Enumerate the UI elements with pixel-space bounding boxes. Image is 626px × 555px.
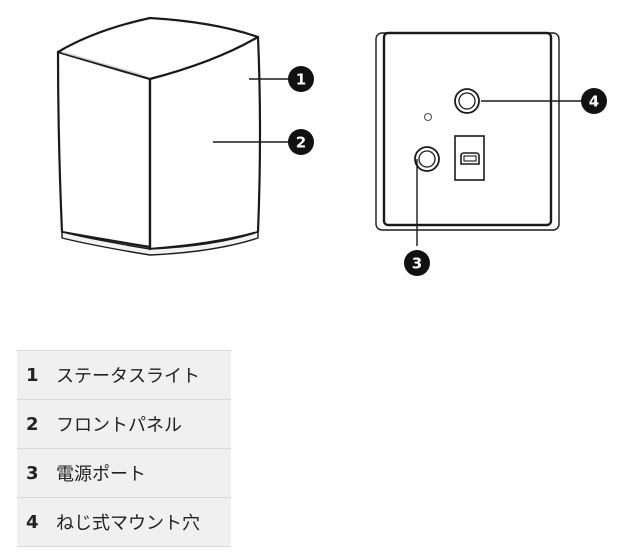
callout-badge-2: 2: [288, 129, 314, 155]
legend-row: 2 フロントパネル: [17, 399, 231, 449]
legend-row: 1 ステータスライト: [17, 350, 231, 400]
legend-label-front-panel: フロントパネル: [56, 399, 231, 449]
legend-row: 3 電源ポート: [17, 448, 231, 498]
power-port-icon: [414, 146, 440, 172]
device-side-panel: [56, 50, 152, 249]
legend-table: 1 ステータスライト 2 フロントパネル 3 電源ポート 4 ねじ式マウント穴: [17, 350, 231, 547]
legend-label-mount-hole: ねじ式マウント穴: [56, 497, 231, 547]
legend-number: 3: [17, 448, 56, 498]
legend-number: 4: [17, 497, 56, 547]
callout-badge-1: 1: [288, 66, 314, 92]
legend-number: 2: [17, 399, 56, 449]
device-back-view: [375, 31, 560, 231]
device-back-panel: [382, 31, 553, 227]
callout-badge-3: 3: [404, 250, 430, 276]
legend-row: 4 ねじ式マウント穴: [17, 497, 231, 547]
reset-hole-icon: [423, 112, 433, 122]
usb-port-icon: [454, 135, 485, 181]
callout-number-1: 1: [296, 71, 306, 89]
callout-number-4: 4: [589, 93, 599, 111]
legend-label-power-port: 電源ポート: [56, 448, 231, 498]
callout-number-3: 3: [412, 255, 422, 273]
callout-number-2: 2: [296, 134, 306, 152]
legend-number: 1: [17, 350, 56, 400]
device-front-view: [56, 16, 262, 256]
legend-label-status-light: ステータスライト: [56, 350, 231, 400]
device-illustration: 1 2 3 4: [56, 16, 607, 276]
device-front-panel: [148, 35, 262, 251]
mount-hole-icon: [454, 88, 480, 114]
callout-badge-4: 4: [581, 88, 607, 114]
device-base: [61, 231, 259, 256]
